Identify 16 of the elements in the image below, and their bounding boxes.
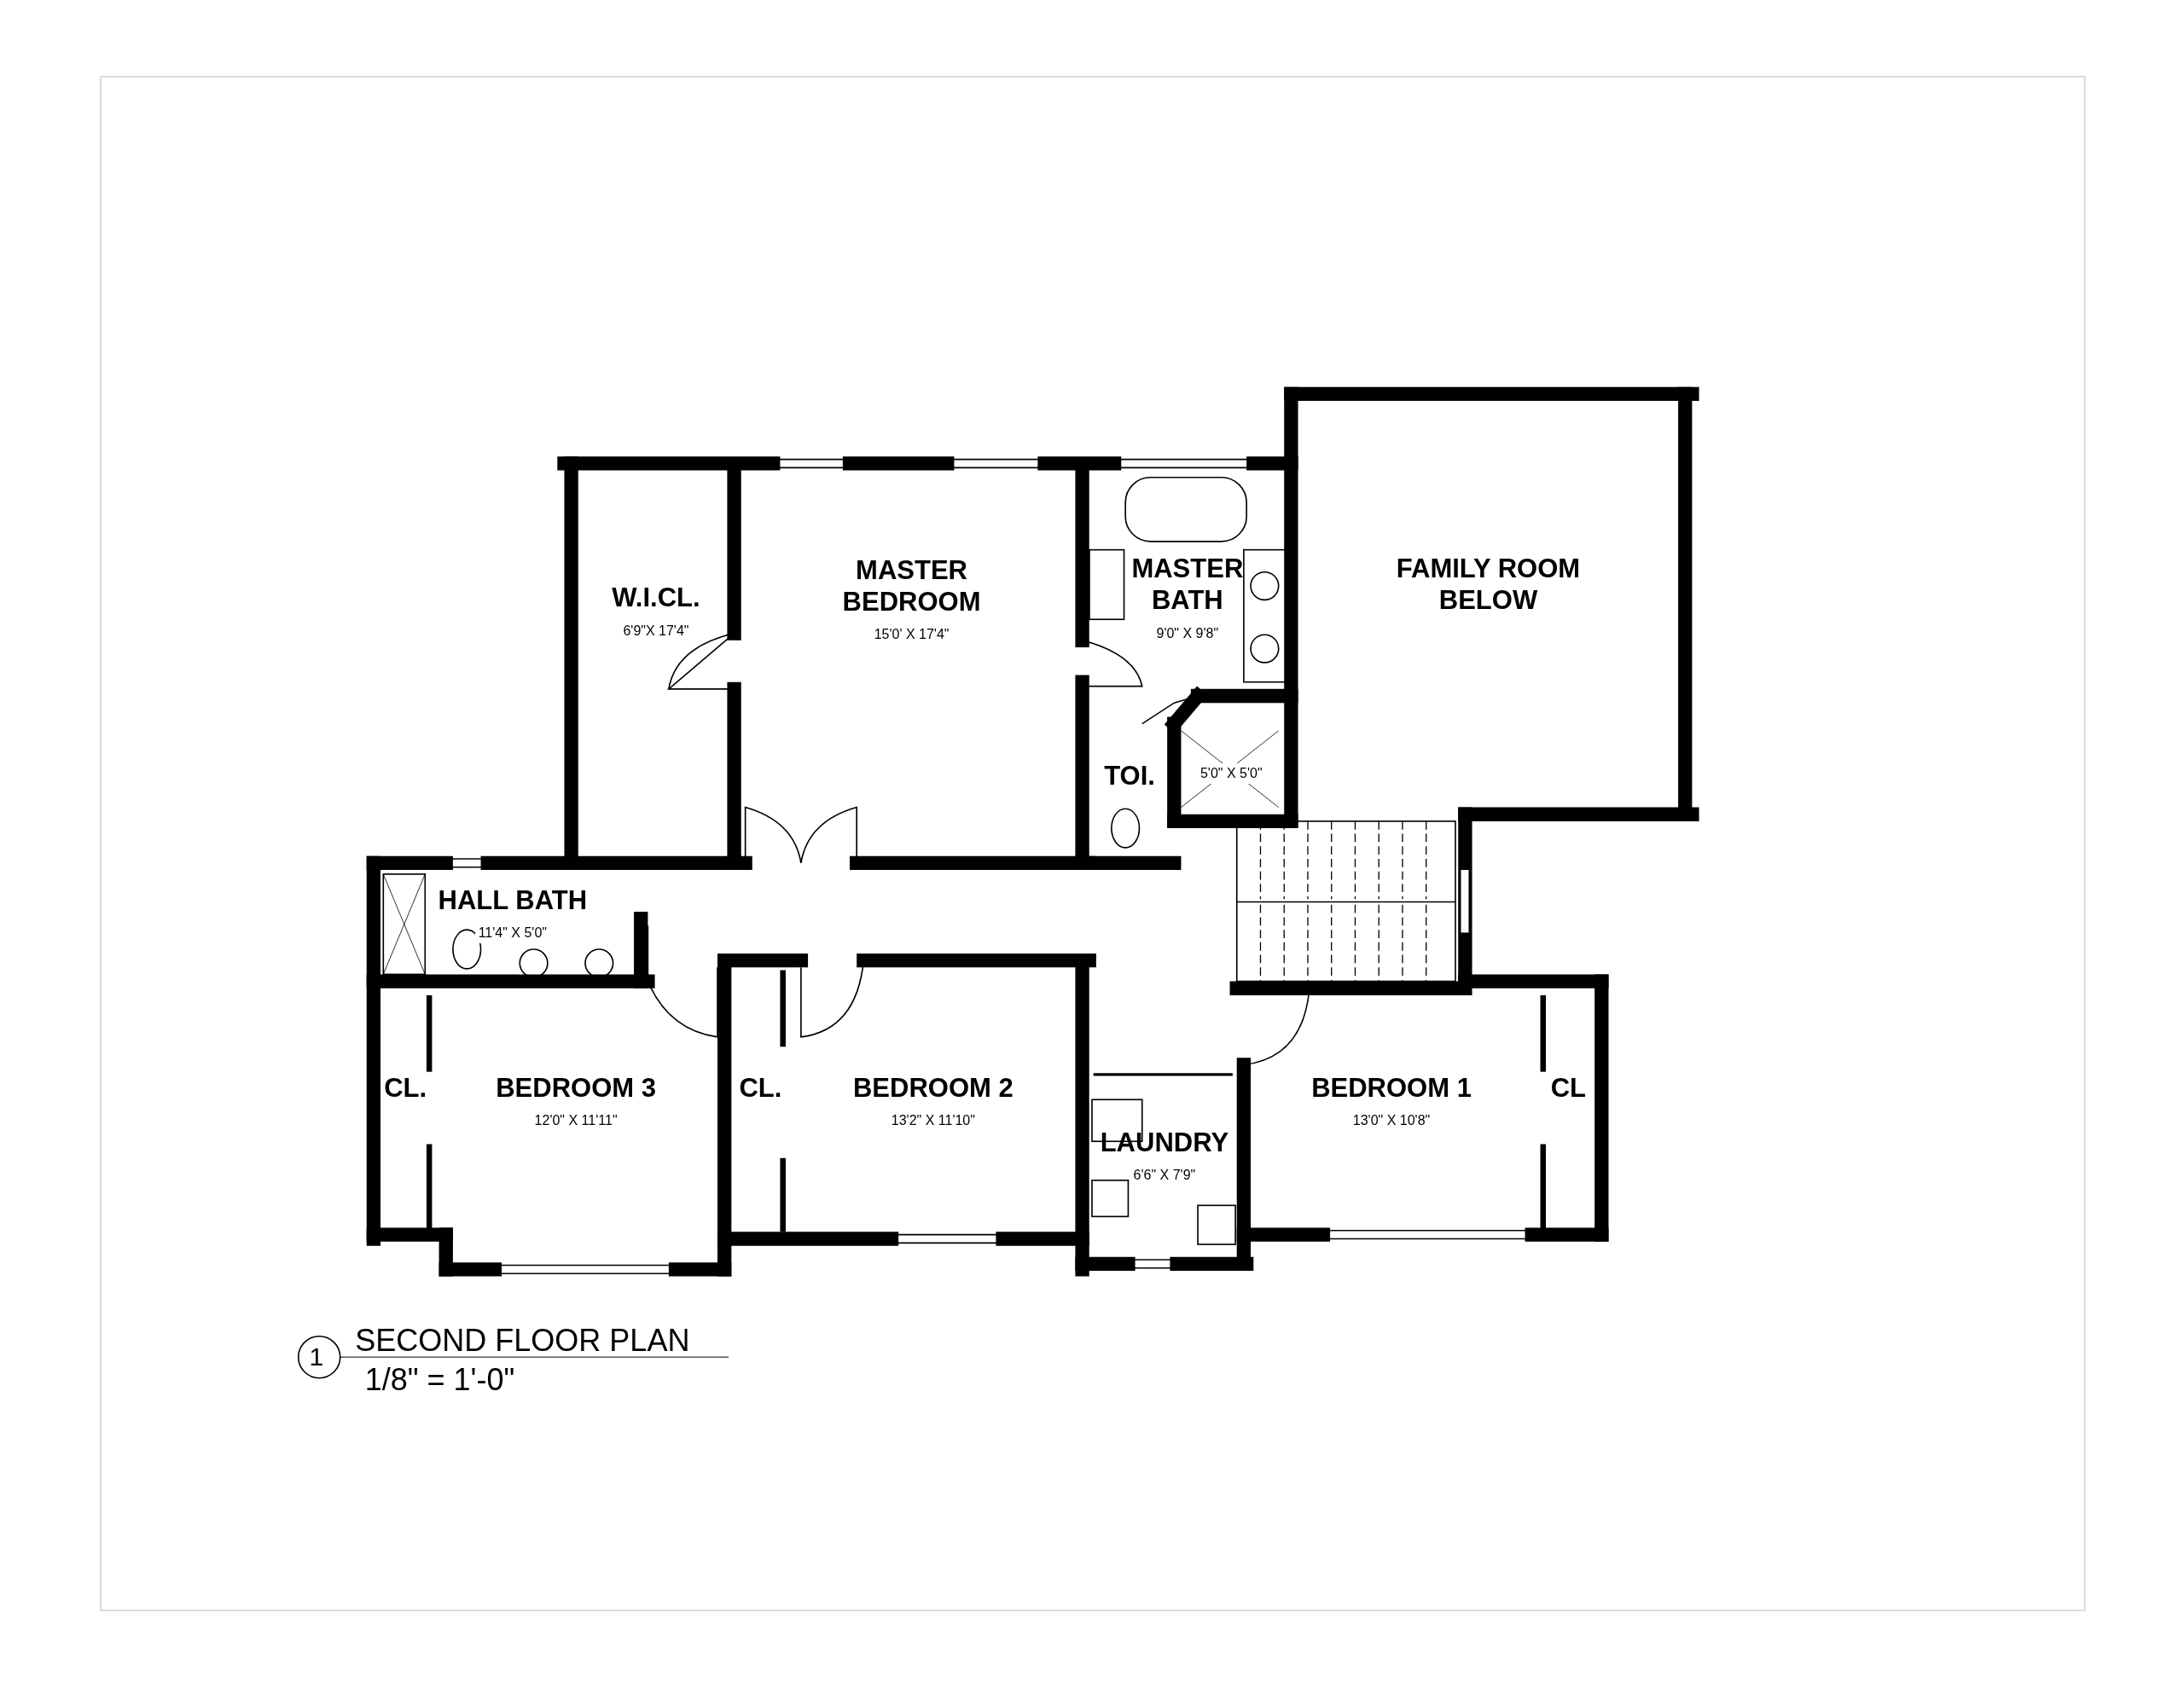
plan-title: SECOND FLOOR PLAN <box>355 1325 690 1357</box>
scale-note: 1/8" = 1'-0" <box>364 1365 515 1395</box>
room-name: BEDROOM 2 <box>853 1072 1014 1104</box>
room-name: MASTER BEDROOM <box>841 554 982 618</box>
room-name: CL. <box>739 1072 782 1104</box>
room-name: LAUNDRY <box>1100 1126 1229 1158</box>
room-name: MASTER BATH <box>1130 553 1245 617</box>
room-name: BEDROOM 1 <box>1311 1072 1472 1104</box>
room-name: HALL BATH <box>438 884 588 916</box>
room-name: CL <box>1550 1072 1586 1104</box>
room-name: FAMILY ROOM BELOW <box>1395 553 1582 617</box>
room-name: CL. <box>384 1072 427 1104</box>
callout-number: 1 <box>309 1343 324 1370</box>
room-name: TOI. <box>1104 760 1155 792</box>
room-name: W.I.CL. <box>612 582 700 614</box>
room-name: BEDROOM 3 <box>496 1072 656 1104</box>
